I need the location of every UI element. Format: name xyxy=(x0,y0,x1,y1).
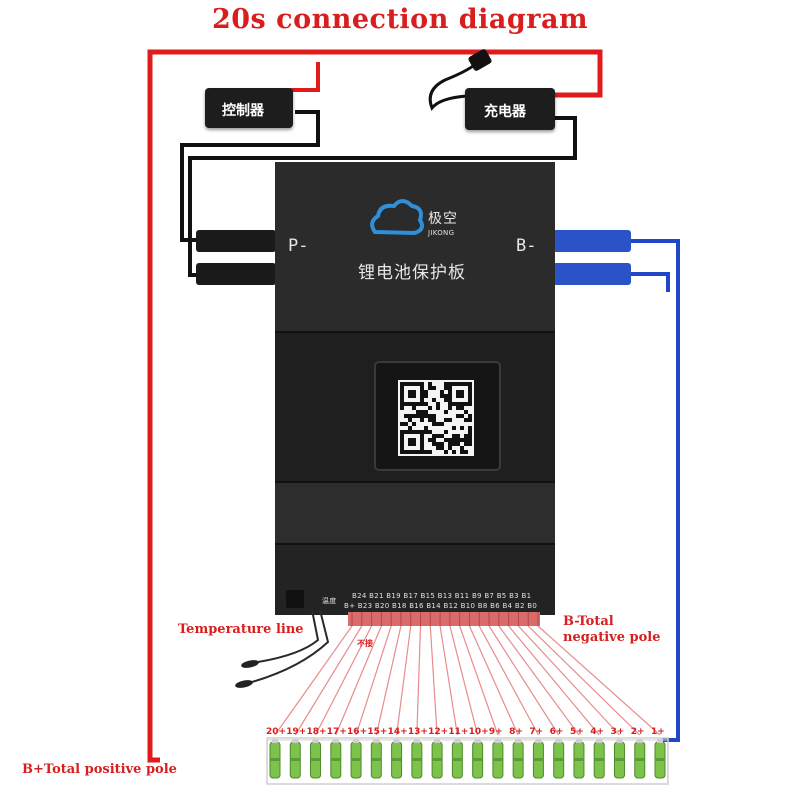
cell-20+ xyxy=(269,739,281,779)
cell-label: 17+ xyxy=(326,727,347,737)
p-minus-cable-top xyxy=(196,230,276,252)
cell-label: 5+ xyxy=(569,727,584,737)
b-total-negative-label-2: negative pole xyxy=(563,630,661,645)
brand-cn: 极空 xyxy=(428,211,458,227)
p-minus-label: P- xyxy=(288,236,309,256)
cell-2+ xyxy=(634,739,646,779)
b-minus-cable-top xyxy=(553,230,631,252)
board-name: 锂电池保护板 xyxy=(358,263,466,283)
red-total-positive-wire xyxy=(147,49,603,763)
cell-label: 11+ xyxy=(448,727,469,737)
black-wire-2 xyxy=(188,116,577,277)
cell-13+ xyxy=(411,739,423,779)
cell-3+ xyxy=(613,739,625,779)
board-foot-panel xyxy=(275,544,555,615)
temperature-wire-1 xyxy=(257,609,320,663)
charger-plug-cable xyxy=(428,60,480,111)
cell-9+ xyxy=(492,739,504,779)
temperature-line-label: Temperature line xyxy=(178,622,304,637)
cell-10+ xyxy=(472,739,484,779)
b-minus-label: B- xyxy=(516,236,537,256)
temperature-port xyxy=(286,590,304,608)
cell-label: 1+ xyxy=(651,727,665,737)
cell-label: 14+ xyxy=(387,727,408,737)
black-wire-1 xyxy=(180,110,320,242)
charger-box xyxy=(465,88,555,130)
temperature-probe-2 xyxy=(235,680,253,688)
cell-label: 10+ xyxy=(468,727,489,737)
cloud-logo xyxy=(370,199,424,236)
cell-label: 6+ xyxy=(549,727,564,737)
cell-label: 3+ xyxy=(610,727,625,737)
cell-label: 4+ xyxy=(590,727,605,737)
controller-box xyxy=(205,88,293,128)
cell-7+ xyxy=(532,739,544,779)
cell-12+ xyxy=(431,739,443,779)
cell-1+ xyxy=(654,739,666,779)
temp-port-label: 温度 xyxy=(322,597,337,605)
cell-label: 12+ xyxy=(428,727,449,737)
brand-en: JIKONG xyxy=(428,229,455,237)
controller-label: 控制器 xyxy=(222,103,264,119)
b-minus-cable-bottom xyxy=(553,263,631,285)
cell-15+ xyxy=(370,739,382,779)
p-minus-cable-bottom xyxy=(196,263,276,285)
b-total-negative-label-1: B-Total xyxy=(563,614,614,629)
blue-negative-wire xyxy=(631,239,680,742)
cell-6+ xyxy=(553,739,565,779)
cell-label: 2+ xyxy=(630,727,645,737)
no-connect-label: 不接 xyxy=(357,639,373,648)
cell-19+ xyxy=(289,739,301,779)
diagram-title: 20s connection diagram xyxy=(211,4,589,35)
blue-negative-wire-2 xyxy=(631,272,670,292)
cell-label: 9+ xyxy=(488,727,503,737)
cell-label: 8+ xyxy=(509,727,523,737)
cell-14+ xyxy=(391,739,403,779)
charger-plug xyxy=(468,49,492,71)
cell-label: 7+ xyxy=(529,727,544,737)
cell-label: 18+ xyxy=(306,727,327,737)
pins-bottom-row: B+ B23 B20 B18 B16 B14 B12 B10 B8 B6 B4 … xyxy=(344,602,538,610)
cell-11+ xyxy=(451,739,463,779)
cell-label: 20+ xyxy=(266,727,287,737)
red-controller-wire xyxy=(290,62,320,92)
cell-label: 19+ xyxy=(286,727,307,737)
temperature-wire-2 xyxy=(251,609,330,683)
board-lower-panel xyxy=(275,482,555,544)
cell-label: 13+ xyxy=(407,727,428,737)
balance-connector xyxy=(348,612,540,626)
cell-8+ xyxy=(512,739,524,779)
cell-label: 15+ xyxy=(367,727,388,737)
cell-5+ xyxy=(573,739,585,779)
charger-label: 充电器 xyxy=(484,104,526,120)
cell-18+ xyxy=(310,739,322,779)
pins-top-row: B24 B21 B19 B17 B15 B13 B11 B9 B7 B5 B3 … xyxy=(352,592,532,600)
temperature-probe-1 xyxy=(241,660,259,668)
board-top-panel xyxy=(275,162,555,332)
cell-label: 16+ xyxy=(347,727,368,737)
cell-16+ xyxy=(350,739,362,779)
b-total-positive-label: B+Total positive pole xyxy=(22,762,177,777)
cell-17+ xyxy=(330,739,342,779)
cell-4+ xyxy=(593,739,605,779)
